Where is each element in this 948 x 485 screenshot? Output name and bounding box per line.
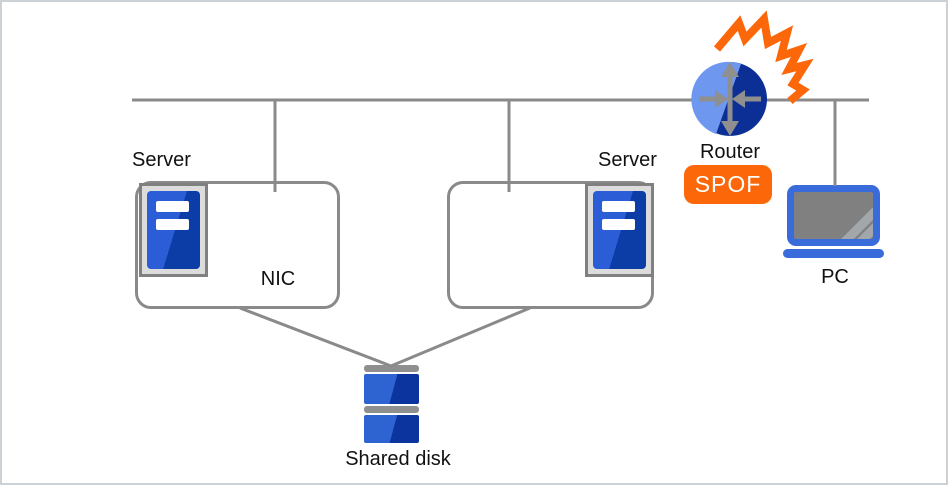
server-slot xyxy=(156,219,189,230)
disk-platter-bar xyxy=(364,406,419,413)
laptop-base xyxy=(783,249,884,258)
disk-body xyxy=(364,415,419,443)
spof-badge: SPOF xyxy=(684,165,772,204)
link-server-left-disk xyxy=(239,306,392,368)
nic-label: NIC xyxy=(260,268,296,290)
router-label: Router xyxy=(699,141,761,163)
explosion-icon xyxy=(713,10,814,105)
router-circle-highlight xyxy=(691,61,741,134)
server-tower xyxy=(147,191,200,269)
router-arrows-icon xyxy=(699,62,761,136)
pc-label: PC xyxy=(821,266,849,288)
shared-disk-label: Shared disk xyxy=(345,448,451,470)
link-server-right-disk xyxy=(390,306,531,368)
router-circle xyxy=(693,62,767,136)
server-left-label: Server xyxy=(132,149,191,171)
server-tower xyxy=(593,191,646,269)
disk-body xyxy=(364,374,419,404)
router-icon xyxy=(691,61,767,136)
server-slot xyxy=(602,201,635,212)
spof-badge-label: SPOF xyxy=(694,171,762,197)
server-right-label: Server xyxy=(598,149,657,171)
server-icon xyxy=(139,183,208,277)
server-slot xyxy=(156,201,189,212)
server-icon xyxy=(585,183,654,277)
disk-platter-bar xyxy=(364,365,419,372)
laptop-screen xyxy=(787,185,880,246)
server-slot xyxy=(602,219,635,230)
